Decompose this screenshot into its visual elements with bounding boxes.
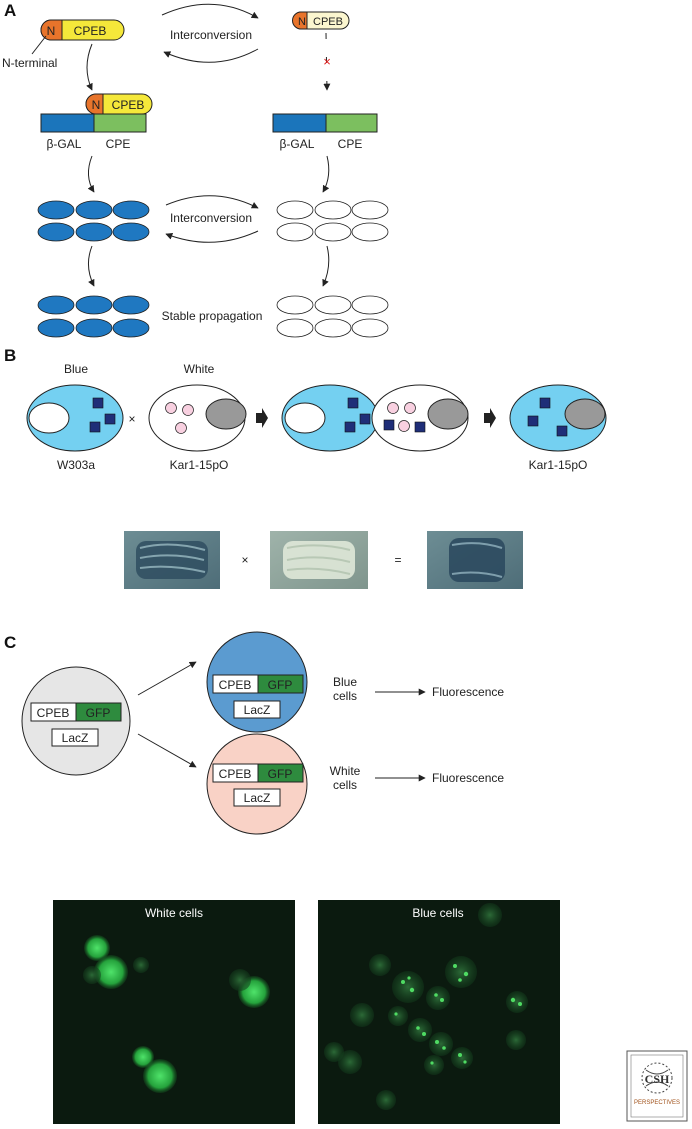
n-terminal-label: N-terminal xyxy=(2,56,57,70)
cross-symbol: × xyxy=(128,412,135,426)
plate-photo-white xyxy=(270,531,368,589)
binding-arrow-right-blocked xyxy=(323,32,331,91)
micrograph-blue-cells: Blue cells xyxy=(318,900,560,1124)
cpeb-label: CPEB xyxy=(74,24,107,38)
panel-b: B Blue White × xyxy=(4,346,607,589)
beta-gal-bar-right xyxy=(272,113,327,133)
panel-c: C CPEB GFP LacZ CPEB GFP LacZ Blue cells… xyxy=(4,631,560,1124)
w303a-cell xyxy=(26,384,124,452)
n-domain-label-soluble: N xyxy=(298,16,306,28)
source-cell: CPEB GFP LacZ xyxy=(21,666,131,776)
blue-cells-label-line1: Blue xyxy=(333,675,357,689)
lacz-box-label-white: LacZ xyxy=(244,791,271,805)
micrograph-blue-title: Blue cells xyxy=(412,906,463,920)
arrow-to-blue-cell xyxy=(137,661,197,696)
blue-cell-group-1 xyxy=(37,200,150,242)
arrow-to-white-cell xyxy=(137,733,197,768)
white-cells-label-line2: cells xyxy=(333,778,357,792)
interconversion-arrow-forward xyxy=(161,3,259,19)
cpeb-protein-soluble: N CPEB xyxy=(292,11,350,30)
panel-b-letter: B xyxy=(4,346,16,365)
zygote-cells xyxy=(281,384,469,452)
white-label: White xyxy=(184,362,215,376)
n-domain-label: N xyxy=(47,24,56,38)
fluorescence-label-bottom: Fluorescence xyxy=(432,771,504,785)
csh-perspectives-logo: CSH PERSPECTIVES xyxy=(626,1050,688,1122)
binding-arrow-left xyxy=(86,43,93,91)
panel-a-letter: A xyxy=(4,1,16,20)
arrow-to-blue-cells xyxy=(87,155,95,193)
gfp-box-label-blue: GFP xyxy=(268,678,293,692)
block-arrow-1 xyxy=(256,408,268,428)
cpeb-label-bound: CPEB xyxy=(112,98,145,112)
n-terminal-pointer xyxy=(31,35,47,55)
cpeb-box-label: CPEB xyxy=(37,706,70,720)
strain-w303a: W303a xyxy=(57,458,95,472)
blue-state-cell: CPEB GFP LacZ xyxy=(206,631,308,733)
plate-photo-blue xyxy=(124,531,220,589)
interconversion-arrow-back xyxy=(163,48,259,63)
lacz-box-label-blue: LacZ xyxy=(244,703,271,717)
gfp-box-label-white: GFP xyxy=(268,767,293,781)
cpe-label-left: CPE xyxy=(106,137,131,151)
beta-gal-bar-left xyxy=(40,113,95,133)
beta-gal-label-right: β-GAL xyxy=(280,137,315,151)
white-state-cell: CPEB GFP LacZ xyxy=(206,733,308,835)
interconversion-arrow-mid-forward xyxy=(165,195,259,209)
blue-cell-group-2 xyxy=(37,295,150,338)
arrow-blue-propagation xyxy=(88,245,95,287)
white-cells-label-line1: White xyxy=(330,764,361,778)
plate-photo-result xyxy=(427,531,523,589)
arrow-to-white-cells xyxy=(322,155,330,193)
blue-label: Blue xyxy=(64,362,88,376)
photo-equals: = xyxy=(394,553,401,567)
cpeb-protein-prion: N CPEB xyxy=(40,19,125,41)
micrograph-white-cells: White cells xyxy=(53,900,295,1124)
blue-cells-label-line2: cells xyxy=(333,689,357,703)
cpe-bar-right xyxy=(325,113,378,133)
interconversion-label-mid: Interconversion xyxy=(170,211,252,225)
kar1-white-cell xyxy=(148,384,247,452)
strain-kar1-mid: Kar1-15pO xyxy=(170,458,229,472)
arrow-white-propagation xyxy=(322,245,330,287)
micrograph-white-title: White cells xyxy=(145,906,203,920)
beta-gal-label-left: β-GAL xyxy=(47,137,82,151)
fluorescence-label-top: Fluorescence xyxy=(432,685,504,699)
panel-a: A N CPEB N-terminal Interconversion N CP… xyxy=(2,1,389,338)
cpeb-box-label-white: CPEB xyxy=(219,767,252,781)
gfp-box-label: GFP xyxy=(86,706,111,720)
lacz-box-label: LacZ xyxy=(62,731,89,745)
interconversion-arrow-mid-back xyxy=(165,230,259,243)
cpeb-box-label-blue: CPEB xyxy=(219,678,252,692)
cpeb-label-soluble: CPEB xyxy=(313,16,343,28)
photo-cross: × xyxy=(241,553,248,567)
cpeb-bound-reporter: N CPEB xyxy=(85,93,153,115)
n-domain-label-bound: N xyxy=(92,98,101,112)
logo-line2: PERSPECTIVES xyxy=(634,1100,680,1106)
strain-kar1-right: Kar1-15pO xyxy=(529,458,588,472)
interconversion-label-top: Interconversion xyxy=(170,28,252,42)
white-cell-group-2 xyxy=(276,295,389,338)
logo-line1: CSH xyxy=(645,1072,670,1086)
stable-propagation-label: Stable propagation xyxy=(162,309,263,323)
cpe-bar-left xyxy=(93,113,147,133)
kar1-blue-cell xyxy=(509,384,607,452)
cpe-label-right: CPE xyxy=(338,137,363,151)
blocked-mark: × xyxy=(323,54,331,69)
white-cell-group-1 xyxy=(276,200,389,242)
panel-c-letter: C xyxy=(4,633,16,652)
block-arrow-2 xyxy=(484,408,496,428)
